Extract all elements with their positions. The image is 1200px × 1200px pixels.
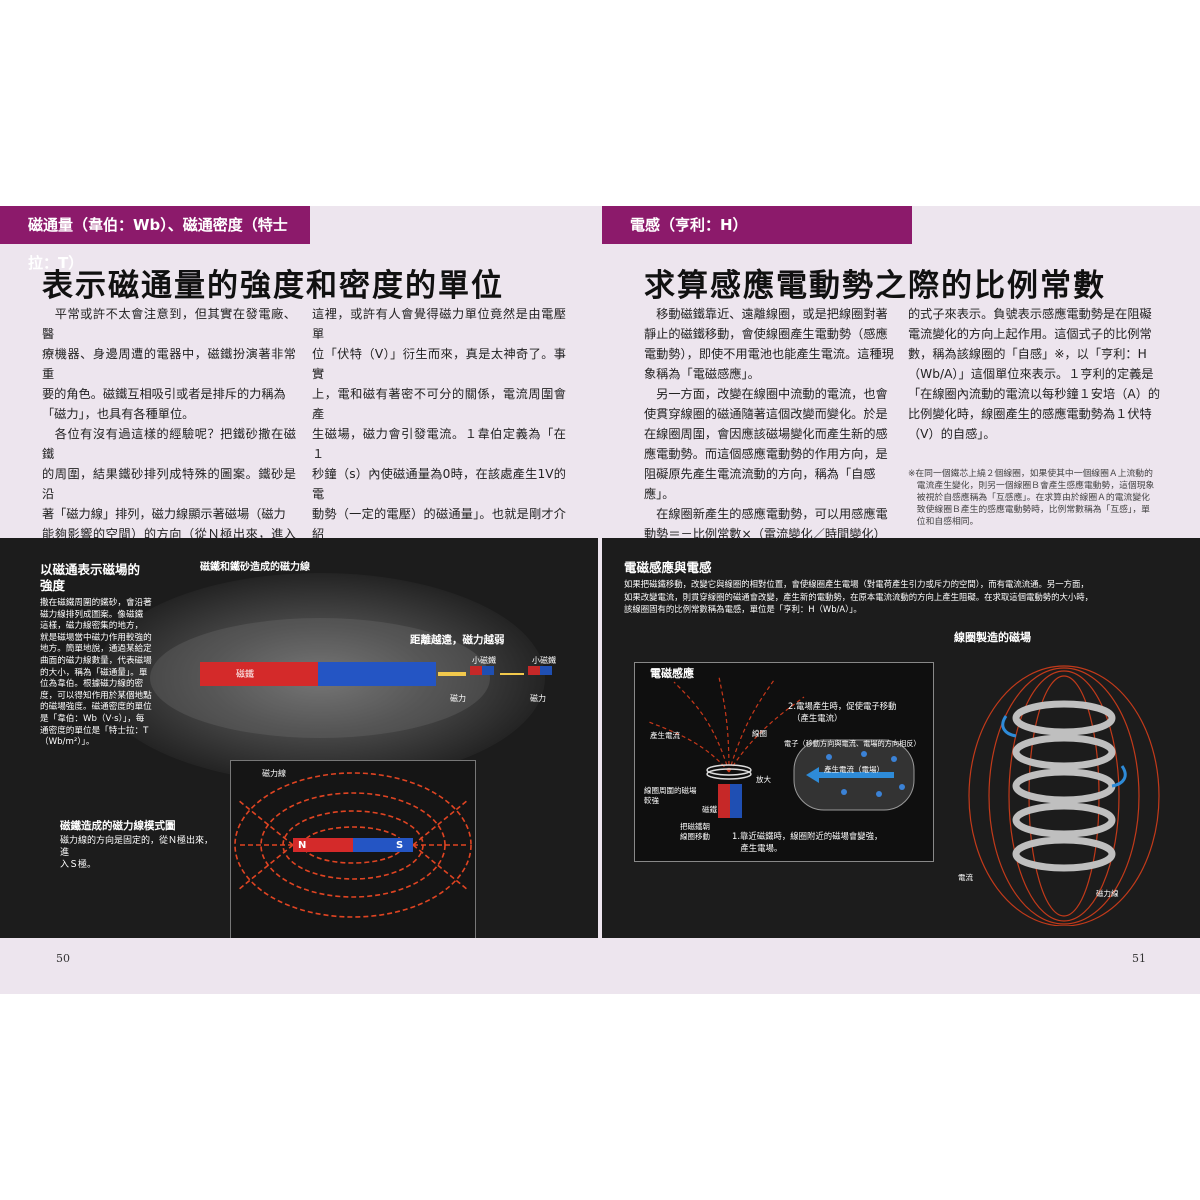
coil-icon bbox=[706, 768, 752, 780]
section-tab-right: 電感（亨利：H） bbox=[602, 206, 912, 244]
bar-magnet-n bbox=[200, 662, 318, 686]
panel-title: 電磁感應與電感 bbox=[624, 560, 712, 575]
panel-description: 撒在磁鐵周圍的鐵砂，會沿著 磁力線排列成圖案。像磁鐵 這樣，磁力線密集的地方， … bbox=[40, 598, 152, 748]
force-label-2: 磁力 bbox=[530, 694, 546, 703]
small-magnet-icon bbox=[528, 666, 540, 675]
electron-label: 電子（移動方向與電流、電場的方向相反） bbox=[784, 739, 921, 748]
left-page: 磁通量（韋伯：Wb）、磁通密度（特士拉：T） 表示磁通量的強度和密度的單位 平常… bbox=[0, 206, 598, 994]
pattern-magnet-s bbox=[353, 838, 413, 852]
current-label: 電流 bbox=[958, 873, 973, 882]
pole-n-label: N bbox=[298, 840, 307, 851]
current-arrow-icon bbox=[1001, 715, 1017, 738]
small-magnet-icon bbox=[470, 666, 482, 675]
inset-magnet-s bbox=[730, 784, 742, 818]
page-number-right: 51 bbox=[1132, 952, 1146, 965]
panel-title: 以磁通表示磁場的 強度 bbox=[40, 562, 141, 593]
induction-inset-diagram bbox=[634, 662, 934, 862]
right-page: 電感（亨利：H） 求算感應電動勢之際的比例常數 移動磁鐵靠近、遠離線圈，或是把線… bbox=[602, 206, 1200, 994]
distance-label: 距離越遠，磁力越弱 bbox=[410, 634, 505, 646]
coil-label: 線圈 bbox=[752, 729, 767, 738]
step2-label: 2.電場產生時，促使電子移動 （產生電流） bbox=[788, 701, 897, 723]
right-headline: 求算感應電動勢之際的比例常數 bbox=[644, 268, 1106, 304]
move-magnet-label: 把磁鐵朝 線圈移動 bbox=[680, 822, 710, 841]
right-body-col1: 移動磁鐵靠近、遠離線圈，或是把線圈對著 靜止的磁鐵移動，會使線圈產生電動勢（感應… bbox=[644, 307, 894, 541]
footnote: ※在同一個鐵芯上繞２個線圈，如果使其中一個線圈Ａ上流動的 電流產生變化，則另一個… bbox=[908, 469, 1155, 527]
photo-caption: 磁鐵和鐵砂造成的磁力線 bbox=[200, 562, 310, 573]
page-number-left: 50 bbox=[56, 952, 70, 965]
field-direction-label: 產生電流（電場） bbox=[824, 765, 884, 774]
pole-s-label: S bbox=[396, 840, 404, 851]
step1-label: 1.靠近磁鐵時，線圈附近的磁場會變強， 產生電場。 bbox=[732, 831, 883, 853]
small-magnet-label-1: 小磁鐵 bbox=[472, 656, 496, 665]
right-body-col2: 的式子來表示。負號表示感應電動勢是在阻礙 電流變化的方向上起作用。這個式子的比例… bbox=[908, 307, 1161, 441]
field-line-label: 磁力線 bbox=[1096, 889, 1119, 898]
induced-current-label: 產生電流 bbox=[650, 731, 680, 740]
field-line-pattern-diagram bbox=[230, 760, 476, 938]
coil-field-label: 線圈周圍的磁場 較強 bbox=[644, 786, 697, 805]
zoom-label: 放大 bbox=[756, 775, 771, 784]
inset-title: 電磁感應 bbox=[650, 667, 694, 680]
inductance-panel: 電磁感應與電感 如果把磁鐵移動，改變它與線圈的相對位置，會使線圈產生電場（對電荷… bbox=[602, 538, 1200, 938]
iron-filings-illustration bbox=[95, 573, 552, 783]
magnet-label: 磁鐵 bbox=[236, 670, 255, 680]
pattern-title: 磁鐵造成的磁力線模式圖 bbox=[60, 820, 176, 832]
book-spread: 磁通量（韋伯：Wb）、磁通密度（特士拉：T） 表示磁通量的強度和密度的單位 平常… bbox=[0, 206, 1200, 994]
coil-icon bbox=[1012, 700, 1116, 872]
bar-magnet-s bbox=[318, 662, 436, 686]
inset-magnet-n bbox=[718, 784, 730, 818]
magnetic-flux-panel: 以磁通表示磁場的 強度 撒在磁鐵周圍的鐵砂，會沿著 磁力線排列成圖案。像磁鐵 這… bbox=[0, 538, 598, 938]
magnet-label: 磁鐵 bbox=[702, 805, 717, 814]
panel-description: 如果把磁鐵移動，改變它與線圈的相對位置，會使線圈產生電場（對電荷產生引力或斥力的… bbox=[624, 579, 1093, 614]
coil-field-diagram bbox=[968, 665, 1160, 926]
pattern-magnet-n bbox=[293, 838, 353, 852]
coil-field-title: 線圈製造的磁場 bbox=[954, 631, 1031, 644]
force-label-1: 磁力 bbox=[450, 694, 466, 703]
section-tab-left: 磁通量（韋伯：Wb）、磁通密度（特士拉：T） bbox=[0, 206, 310, 272]
pattern-description: 磁力線的方向是固定的，從Ｎ極出來，進 入Ｓ極。 bbox=[60, 836, 214, 870]
small-magnet-label-2: 小磁鐵 bbox=[532, 656, 556, 665]
current-arrow-icon bbox=[1111, 765, 1127, 788]
left-headline: 表示磁通量的強度和密度的單位 bbox=[42, 268, 504, 304]
field-line-label: 磁力線 bbox=[262, 769, 286, 778]
